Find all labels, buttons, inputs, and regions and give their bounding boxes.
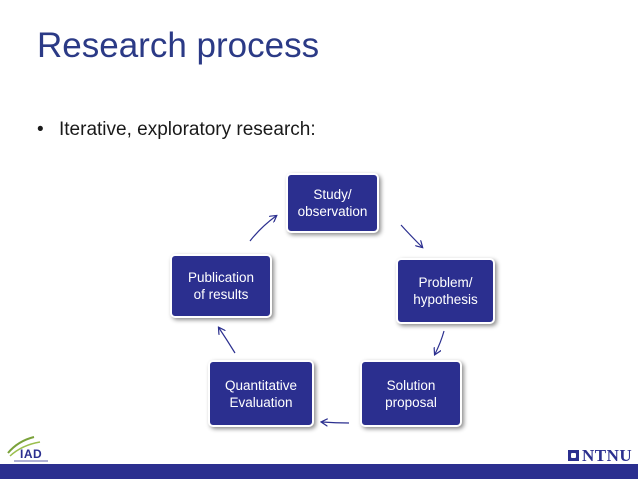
- node-solution-proposal: Solution proposal: [360, 360, 462, 427]
- arrow-study-to-problem: [400, 224, 422, 247]
- arrow-solution-to-quant: [322, 422, 350, 423]
- iad-logo-icon: [7, 436, 48, 462]
- ntnu-logo-text: NTNU: [582, 446, 633, 465]
- arrow-problem-to-solution: [435, 330, 445, 354]
- bullet-item: • Iterative, exploratory research:: [37, 119, 316, 141]
- node-problem-hypothesis: Problem/ hypothesis: [396, 258, 495, 324]
- bullet-marker: •: [37, 119, 44, 140]
- footer-bar: [0, 464, 638, 479]
- node-publication-of-results: Publication of results: [170, 254, 272, 318]
- node-quantitative-evaluation: Quantitative Evaluation: [208, 360, 314, 427]
- slide-title: Research process: [37, 26, 320, 65]
- ntnu-logo-icon: [568, 450, 579, 461]
- arrow-quant-to-pub: [219, 328, 236, 354]
- arrow-pub-to-study: [249, 216, 276, 242]
- iad-logo-text: IAD: [20, 447, 43, 461]
- node-study-observation: Study/ observation: [286, 173, 379, 233]
- bullet-text: Iterative, exploratory research:: [59, 119, 316, 140]
